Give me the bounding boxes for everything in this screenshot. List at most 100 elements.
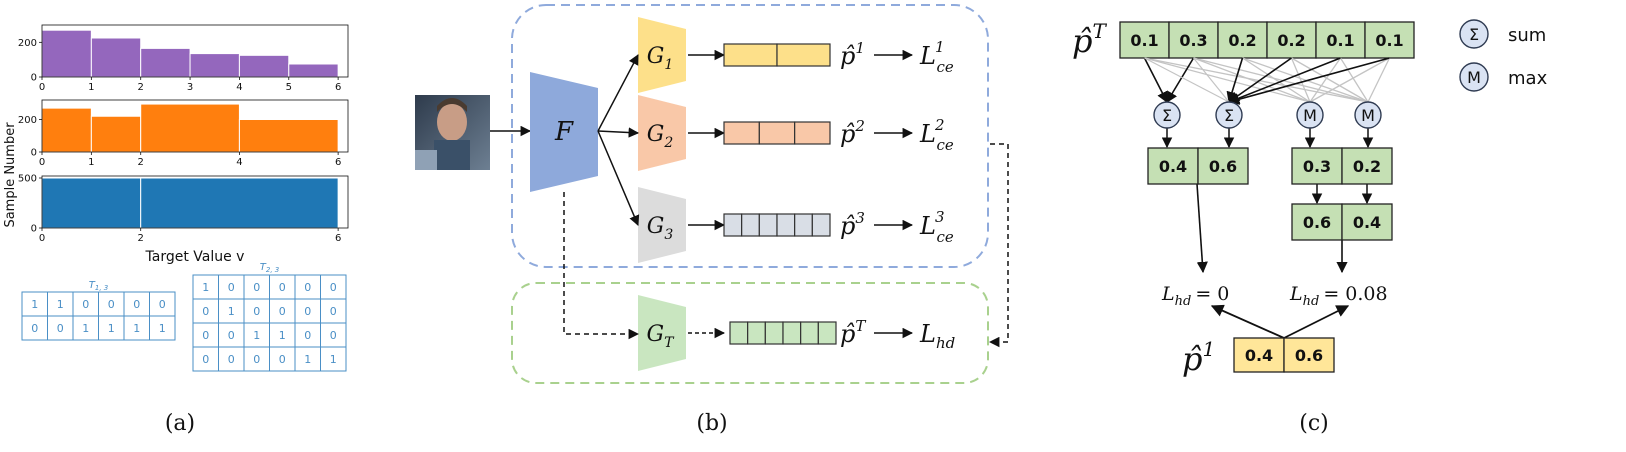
x-tick-label: 2 xyxy=(138,157,144,168)
head-label-3: G3 xyxy=(647,214,674,243)
matrix-cell-value: 0 xyxy=(202,353,209,366)
caption-c: (c) xyxy=(1299,411,1329,436)
x-tick-label: 0 xyxy=(39,157,45,168)
histogram-bar xyxy=(90,115,142,153)
matrix-cell-value: 0 xyxy=(228,281,235,294)
sum-connection xyxy=(1227,57,1341,104)
matrix-cell xyxy=(123,315,150,341)
matrix-cell-value: 0 xyxy=(133,298,140,311)
output-cell xyxy=(776,213,796,237)
matrix-cell-value: 1 xyxy=(304,353,311,366)
y-tick-label: 0 xyxy=(31,148,37,159)
matrix-cell-value: 0 xyxy=(108,298,115,311)
output-cell xyxy=(758,121,796,145)
output-cell xyxy=(764,321,784,345)
y-axis-label: Sample Number xyxy=(3,122,18,228)
prediction-label: p̂1 xyxy=(840,39,865,70)
p1-cell xyxy=(1283,337,1335,373)
matrix-cell xyxy=(21,291,48,317)
max-connection xyxy=(1309,57,1342,103)
caption-a: (a) xyxy=(165,411,195,436)
x-tick-label: 4 xyxy=(236,82,242,93)
x-tick-label: 6 xyxy=(335,233,341,244)
legend-label: sum xyxy=(1508,25,1546,46)
output-cell xyxy=(817,321,837,345)
matrix-cell-value: 0 xyxy=(228,329,235,342)
matrix-cell-value: 0 xyxy=(330,281,337,294)
y-tick-label: 200 xyxy=(18,38,37,49)
x-tick-label: 2 xyxy=(138,82,144,93)
sum-node-2 xyxy=(1215,101,1243,129)
output-cell xyxy=(776,43,831,67)
plot-frame xyxy=(41,24,349,78)
matrix-cell-value: 0 xyxy=(253,305,260,318)
y-tick-label: 0 xyxy=(31,73,37,84)
x-axis-label: Target Value v xyxy=(145,249,245,265)
backbone-to-head-arrow xyxy=(597,130,640,226)
matrix-cell xyxy=(320,346,347,372)
matrix-cell-value: 0 xyxy=(330,305,337,318)
loss-label: Lhd xyxy=(919,320,955,352)
plot-frame xyxy=(41,175,349,229)
input-face-image xyxy=(415,95,490,170)
matrix-cell xyxy=(218,274,245,300)
prediction-label: p̂3 xyxy=(840,209,865,240)
histogram-bar xyxy=(238,119,339,153)
matrix-cell-value: 0 xyxy=(159,298,166,311)
matrix-cell xyxy=(294,298,321,324)
legend-symbol: M xyxy=(1467,68,1481,87)
matrix-cell-value: 0 xyxy=(82,298,89,311)
matrix-cell xyxy=(320,322,347,348)
p1-cell-value: 0.6 xyxy=(1295,346,1323,365)
x-tick-label: 6 xyxy=(335,82,341,93)
matrix-cell-value: 0 xyxy=(304,329,311,342)
backbone-label: F xyxy=(554,117,574,147)
max-connection xyxy=(1144,57,1369,103)
output-cell xyxy=(723,43,778,67)
max-result-value: 0.2 xyxy=(1353,157,1381,176)
head-label-T: GT xyxy=(647,322,676,351)
matrix-cell-value: 1 xyxy=(133,322,140,335)
matrix-cell-value: 1 xyxy=(108,322,115,335)
sum-to-loss-arrow xyxy=(1196,183,1208,274)
max-node-2-symbol: M xyxy=(1361,106,1375,125)
x-tick-label: 6 xyxy=(335,157,341,168)
matrix-cell xyxy=(294,322,321,348)
sum-connection xyxy=(1227,57,1390,105)
matrix-cell-value: 0 xyxy=(279,353,286,366)
x-tick-label: 4 xyxy=(236,157,242,168)
head-label-1: G1 xyxy=(647,44,674,73)
sum-connection xyxy=(1226,57,1244,104)
histogram-bar xyxy=(140,47,191,78)
max-result-cell xyxy=(1341,147,1393,185)
matrix-cell xyxy=(149,291,176,317)
max-normalized-value: 0.6 xyxy=(1303,213,1331,232)
matrix-cell xyxy=(98,315,125,341)
matrix-cell-value: 0 xyxy=(253,353,260,366)
histogram-bar xyxy=(41,177,142,229)
output-cell xyxy=(811,213,831,237)
classifier-group-box xyxy=(511,4,989,268)
output-cell xyxy=(758,213,778,237)
histogram-bar xyxy=(238,54,290,78)
x-tick-label: 0 xyxy=(39,233,45,244)
p1-cell-value: 0.4 xyxy=(1245,346,1273,365)
matrix-cell-value: 0 xyxy=(202,329,209,342)
max-connection xyxy=(1339,57,1369,103)
histogram-bar xyxy=(41,29,92,78)
matrix-title: T1, 3 xyxy=(89,280,108,292)
sum-node-1 xyxy=(1153,101,1181,129)
backbone-to-head-arrow xyxy=(597,54,639,132)
aggregation-connections xyxy=(1143,57,1391,274)
output-cell xyxy=(782,321,802,345)
matrix-cell-value: 1 xyxy=(202,281,209,294)
pT-cell xyxy=(1364,21,1415,59)
backbone-to-head-arrow xyxy=(597,127,640,138)
legend-label: max xyxy=(1508,68,1548,89)
output-cell xyxy=(723,121,760,145)
matrix-cell-value: 0 xyxy=(279,305,286,318)
